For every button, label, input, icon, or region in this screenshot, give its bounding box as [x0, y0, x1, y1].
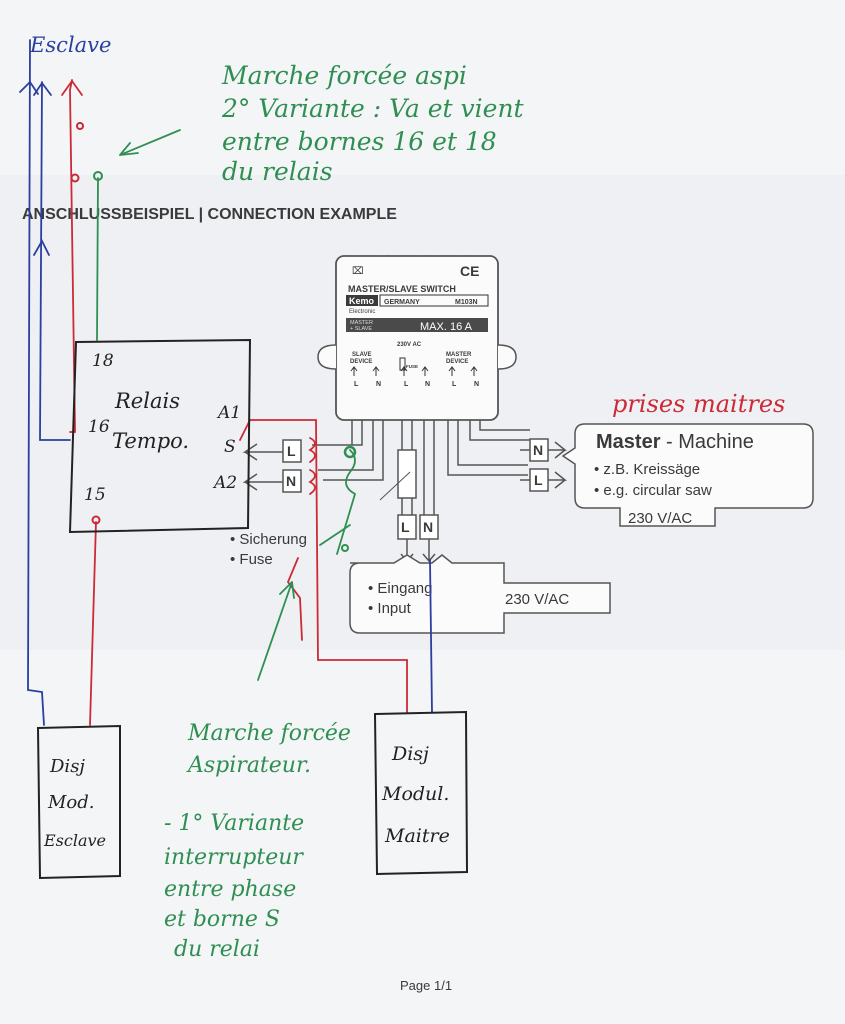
waste-bin-icon: ⌧ — [352, 266, 364, 277]
disj-master-line-1: Disj — [391, 743, 429, 765]
note-bottom-line-1: Marche forcée — [187, 721, 351, 746]
pin-1: L — [354, 381, 359, 388]
svg-text:L: L — [401, 519, 410, 535]
pin-2: N — [376, 381, 381, 388]
svg-text:N: N — [286, 473, 296, 489]
input-line-2: • Input — [368, 600, 412, 617]
relay-box: 18 16 15 Relais Tempo. A1 S A2 — [68, 338, 252, 534]
slave-label-1: SLAVE — [352, 352, 372, 358]
relay-terminal-16: 16 — [88, 417, 110, 437]
terminal-master-n: N — [520, 438, 568, 462]
fuse-label: FUSE — [406, 364, 418, 369]
note-bottom-line-3: - 1° Variante — [164, 811, 304, 836]
module-name: MASTER/SLAVE SWITCH — [348, 284, 456, 294]
fuse-symbol-icon — [399, 357, 406, 371]
fuse-note-1: • Sicherung — [230, 531, 307, 548]
master-label-2: DEVICE — [446, 359, 468, 365]
relay-a1: A1 — [216, 403, 241, 423]
relay-a2: A2 — [212, 473, 237, 493]
fuse-pointer — [379, 471, 411, 501]
terminal-slave-n: N — [242, 469, 302, 493]
svg-text:Master - Machine: Master - Machine — [596, 431, 754, 453]
disj-slave-box: Disj Mod. Esclave — [36, 724, 121, 880]
master-line-1: • z.B. Kreissäge — [594, 461, 700, 478]
note-top-line-4: du relais — [222, 157, 333, 186]
master-voltage: 230 V/AC — [628, 510, 692, 527]
note-top-line-3: entre bornes 16 et 18 — [222, 127, 497, 156]
terminal-master-l: L — [520, 468, 568, 492]
pin-5: L — [452, 381, 457, 388]
note-top-line-2: 2° Variante : Va et vient — [221, 94, 525, 123]
master-line-2: • e.g. circular saw — [594, 482, 712, 499]
master-title-bold: Master — [596, 431, 661, 453]
fuse-note-2: • Fuse — [230, 551, 273, 568]
master-slave-module: ⌧ CE MASTER/SLAVE SWITCH Kemo GERMANY M1… — [317, 255, 517, 421]
wire-dots — [70, 122, 357, 552]
input-voltage: 230 V/AC — [505, 591, 569, 608]
note-bottom-line-2: Aspirateur. — [186, 753, 311, 778]
relay-terminal-15: 15 — [84, 485, 106, 505]
disj-master-box: Disj Modul. Maitre — [373, 710, 469, 876]
mode-2: + SLAVE — [350, 326, 372, 332]
brand-sub: Electronic — [349, 309, 375, 315]
page-number: Page 1/1 — [400, 978, 452, 993]
esclave-label: Esclave — [29, 33, 111, 57]
note-bottom: Marche forcée Aspirateur. - 1° Variante … — [164, 721, 351, 962]
note-bottom-line-4: interrupteur — [164, 845, 304, 870]
prises-label: prises maitres — [612, 390, 785, 418]
disj-slave-line-2: Mod. — [47, 792, 95, 813]
terminal-slave-l: L — [242, 439, 302, 463]
master-machine-box: Master - Machine • z.B. Kreissäge • e.g.… — [561, 423, 814, 527]
input-box: • Eingang • Input 230 V/AC — [349, 554, 611, 634]
relay-name-1: Relais — [114, 389, 180, 413]
disj-slave-line-1: Disj — [49, 756, 85, 777]
note-bottom-line-5: entre phase — [164, 877, 296, 902]
svg-text:L: L — [287, 443, 296, 459]
ce-mark: CE — [460, 263, 479, 279]
fuse-icon — [397, 449, 417, 499]
svg-text:L: L — [534, 472, 543, 488]
note-top-line-1: Marche forcée aspi — [221, 61, 467, 90]
disj-master-line-2: Modul. — [381, 783, 449, 805]
svg-text:N: N — [423, 519, 433, 535]
note-top: Marche forcée aspi 2° Variante : Va et v… — [221, 61, 525, 186]
mode-1: MASTER — [350, 320, 373, 326]
note-bottom-line-6: et borne S — [164, 907, 280, 932]
brand: Kemo — [349, 296, 375, 306]
note-bottom-line-7: du relai — [174, 937, 260, 962]
svg-text:N: N — [533, 442, 543, 458]
master-title-rest: - Machine — [660, 431, 753, 453]
relay-name-2: Tempo. — [112, 429, 189, 453]
rating: MAX. 16 A — [420, 321, 473, 333]
model: M103N — [455, 299, 478, 306]
country: GERMANY — [384, 299, 420, 306]
page-title: ANSCHLUSSBEISPIEL | CONNECTION EXAMPLE — [22, 206, 397, 223]
pin-6: N — [474, 381, 479, 388]
relay-terminal-18: 18 — [92, 351, 114, 371]
disj-slave-line-3: Esclave — [43, 831, 106, 850]
input-line-1: • Eingang — [368, 580, 432, 597]
slave-label-2: DEVICE — [350, 359, 372, 365]
pin-4: N — [425, 381, 430, 388]
relay-s: S — [224, 437, 236, 457]
pin-3: L — [404, 381, 409, 388]
master-label-1: MASTER — [446, 352, 472, 358]
disj-master-line-3: Maitre — [384, 825, 450, 847]
supply-label: 230V AC — [397, 342, 422, 348]
